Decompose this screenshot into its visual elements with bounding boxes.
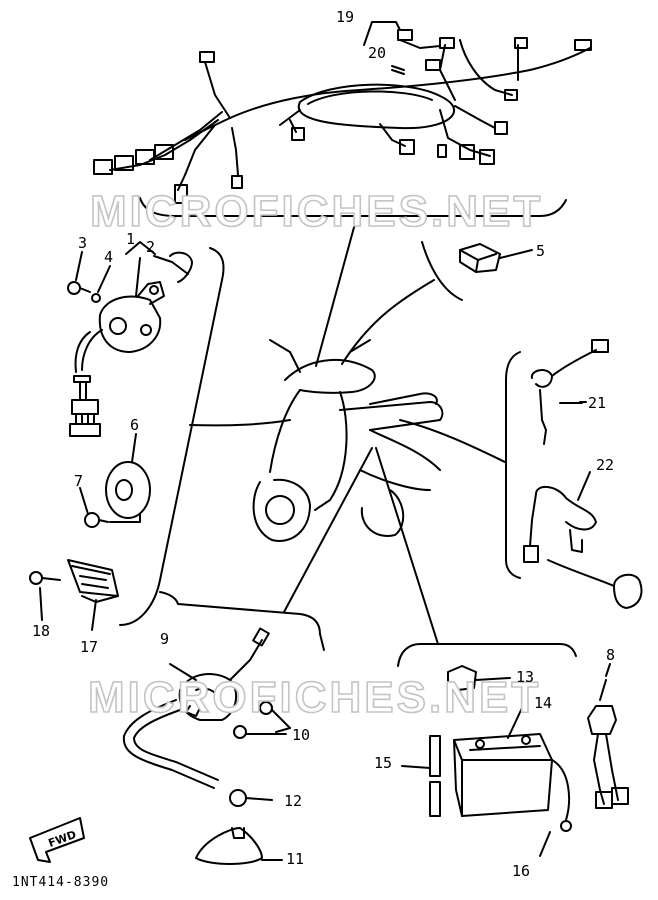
watermark-top: MICROFICHES.NET: [90, 187, 543, 236]
callout-12: 12: [284, 792, 302, 810]
wire-harness: [93, 21, 592, 217]
callout-15: 15: [374, 754, 392, 772]
rectifier-regulator: [29, 559, 119, 631]
callout-leaders: [275, 401, 587, 733]
callout-4: 4: [104, 248, 113, 266]
callout-5: 5: [536, 242, 545, 260]
callout-8: 8: [606, 646, 615, 664]
callout-1: 1: [126, 230, 135, 248]
fwd-arrow: [29, 817, 85, 863]
left-bracket: [119, 247, 225, 626]
callout-18: 18: [32, 622, 50, 640]
horn: [79, 433, 151, 528]
drawing-code: 1NT414-8390: [12, 875, 109, 890]
scooter-illustration: [252, 339, 444, 542]
callout-11: 11: [286, 850, 304, 868]
callout-22: 22: [596, 456, 614, 474]
battery-area: [397, 643, 629, 857]
callout-19: 19: [336, 8, 354, 26]
relay-top: [421, 241, 533, 301]
callout-16: 16: [512, 862, 530, 880]
leader-lines: [189, 219, 506, 645]
right-bracket-parts: [505, 339, 643, 609]
ignition-coil: [122, 591, 325, 865]
callout-10: 10: [292, 726, 310, 744]
callout-13: 13: [516, 668, 534, 686]
callout-6: 6: [130, 416, 139, 434]
callout-14: 14: [534, 694, 552, 712]
watermark-bottom: MICROFICHES.NET: [88, 673, 541, 722]
callout-2: 2: [146, 238, 155, 256]
callout-7: 7: [74, 472, 83, 490]
main-switch-assembly: [67, 241, 193, 437]
callout-9: 9: [160, 630, 169, 648]
callout-20: 20: [368, 44, 386, 62]
callout-21: 21: [588, 394, 606, 412]
callout-3: 3: [78, 234, 87, 252]
callout-17: 17: [80, 638, 98, 656]
